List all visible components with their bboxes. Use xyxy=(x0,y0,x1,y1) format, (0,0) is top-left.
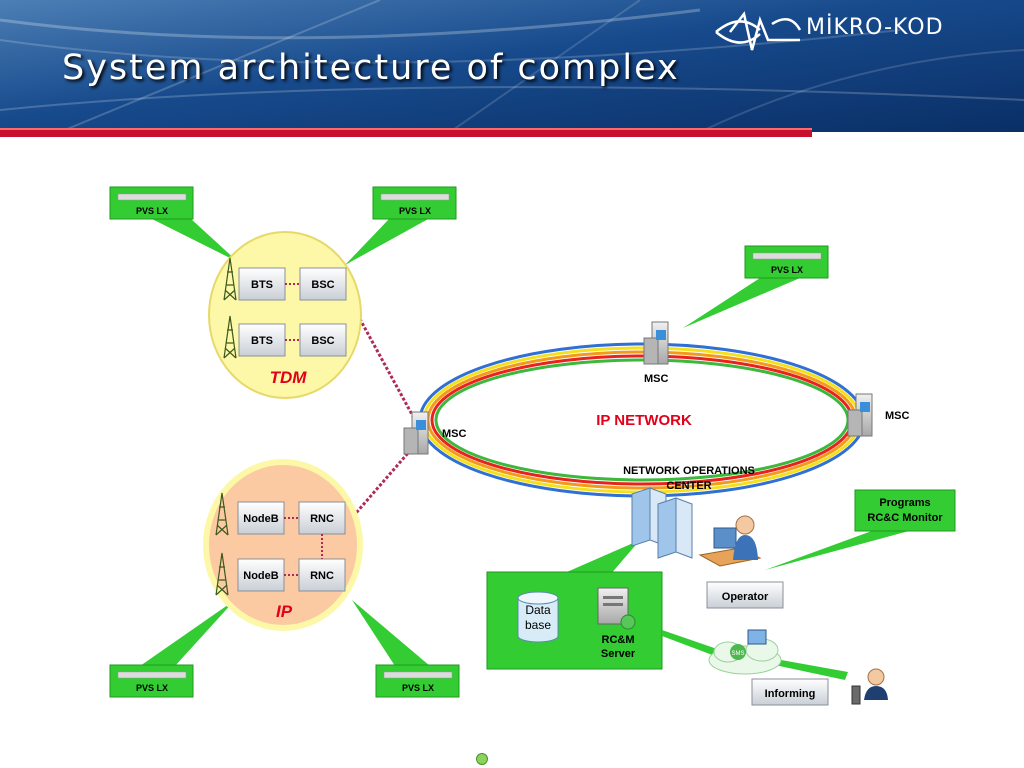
slide-marker-icon xyxy=(476,753,488,765)
pvs-label: PVS LX xyxy=(136,206,168,216)
rcm-server-icon xyxy=(597,587,636,630)
sms-label: SMS xyxy=(731,651,744,657)
msc-label: MSC xyxy=(442,428,467,440)
ip-network-label: IP NETWORK xyxy=(596,412,692,429)
bsc-label: BSC xyxy=(311,335,334,347)
header-banner: System architecture of complex MİKRO-KOD xyxy=(0,0,1024,140)
pvs-callout-ip-left: PVS LX xyxy=(109,600,235,698)
sms-cloud-icon xyxy=(708,629,782,675)
msc-server-icon xyxy=(403,411,429,455)
database-icon xyxy=(517,591,559,643)
operator-box xyxy=(706,581,784,609)
programs-callout: Programs RC&C Monitor xyxy=(765,489,956,570)
pvs-callout-ip-right: PVS LX xyxy=(352,600,460,698)
server-callout xyxy=(486,540,663,670)
pvs-label: PVS LX xyxy=(136,683,168,693)
database-label-line2: base xyxy=(525,618,551,632)
logo-text: MİKRO-KOD xyxy=(806,15,944,40)
msc-server-icon xyxy=(847,393,873,437)
msc-access-links xyxy=(348,309,417,521)
nodeb-label: NodeB xyxy=(243,513,279,525)
header-background xyxy=(0,0,1024,137)
operator-label: Operator xyxy=(722,591,769,603)
mikro-kod-logo-icon xyxy=(715,11,802,51)
nodeb-label: NodeB xyxy=(243,570,279,582)
page-title: System architecture of complex xyxy=(62,48,680,88)
programs-label-line2: RC&C Monitor xyxy=(867,512,943,524)
rnc-label: RNC xyxy=(310,570,334,582)
ip-label: IP xyxy=(276,602,293,621)
tdm-access-area: BTS BSC BTS BSC TDM xyxy=(208,231,362,399)
ip-access-area: NodeB RNC NodeB RNC IP xyxy=(203,459,363,631)
pvs-label: PVS LX xyxy=(399,206,431,216)
tdm-label: TDM xyxy=(270,368,308,387)
informing-arrows xyxy=(662,630,848,680)
pvs-label: PVS LX xyxy=(771,265,803,275)
pvs-callout-tdm-left: PVS LX xyxy=(109,186,238,262)
noc-label-line2: CENTER xyxy=(666,480,711,492)
informing-box xyxy=(751,678,829,706)
bts-label: BTS xyxy=(251,279,273,291)
pvs-callout-msc-top: PVS LX xyxy=(683,245,829,328)
msc-label: MSC xyxy=(885,410,910,422)
noc-label-line1: NETWORK OPERATIONS xyxy=(623,465,755,477)
cell-tower-icon xyxy=(223,257,237,359)
pvs-callout-tdm-right: PVS LX xyxy=(345,186,457,265)
msc-label: MSC xyxy=(644,373,669,385)
cell-tower-icon xyxy=(215,492,229,596)
mobile-user-icon xyxy=(851,668,888,705)
bts-label: BTS xyxy=(251,335,273,347)
rcm-server-label-line1: RC&M xyxy=(602,634,635,646)
informing-label: Informing xyxy=(765,688,816,700)
rnc-label: RNC xyxy=(310,513,334,525)
programs-label-line1: Programs xyxy=(879,497,930,509)
noc-server-cluster-icon xyxy=(631,487,693,559)
database-label-line1: Data xyxy=(525,603,551,617)
bsc-label: BSC xyxy=(311,279,334,291)
pvs-label: PVS LX xyxy=(402,683,434,693)
operator-workstation-icon xyxy=(698,515,762,567)
msc-server-icon xyxy=(643,321,669,365)
rcm-server-label-line2: Server xyxy=(601,648,636,660)
